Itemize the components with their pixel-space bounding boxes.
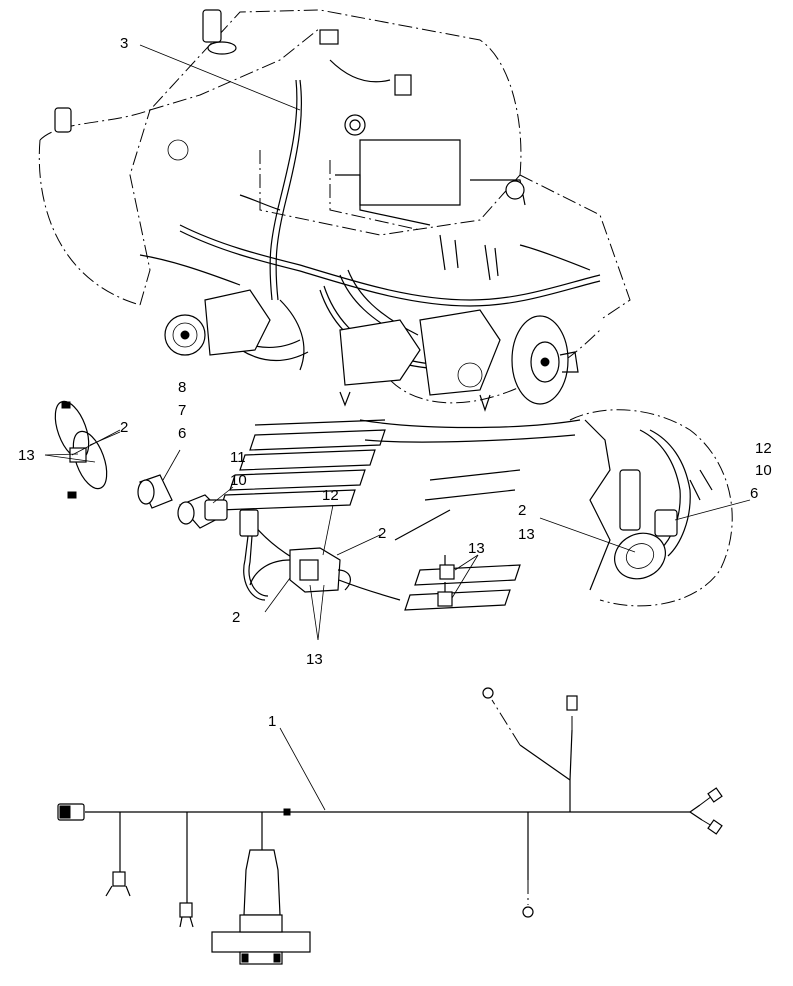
connector-part-10 (177, 494, 228, 529)
callout-3: 3 (120, 35, 128, 52)
sensor-part-6 (137, 474, 173, 509)
callout-2: 2 (232, 609, 240, 626)
detail-view (569, 409, 733, 607)
callout-7: 7 (178, 402, 186, 419)
clip-part-13 (437, 555, 455, 607)
callout-13: 13 (306, 651, 323, 668)
callout-10: 10 (230, 472, 247, 489)
harness-part-12 (239, 509, 351, 601)
callout-8: 8 (178, 379, 186, 396)
callout-13: 13 (518, 526, 535, 543)
callout-2: 2 (378, 525, 386, 542)
tractor-assembly (38, 9, 631, 412)
callout-12: 12 (322, 487, 339, 504)
wiring-harness-1 (57, 687, 723, 965)
callout-10: 10 (755, 462, 772, 479)
callout-13: 13 (468, 540, 485, 557)
leader-3 (139, 44, 301, 111)
callout-2: 2 (120, 419, 128, 436)
clip-part-2-13 (54, 400, 108, 499)
callout-2: 2 (518, 502, 526, 519)
callout-11: 11 (230, 449, 246, 466)
callout-12: 12 (755, 440, 772, 457)
callout-13: 13 (18, 447, 35, 464)
callout-1: 1 (268, 713, 276, 730)
callout-6: 6 (178, 425, 186, 442)
callout-6: 6 (750, 485, 758, 502)
